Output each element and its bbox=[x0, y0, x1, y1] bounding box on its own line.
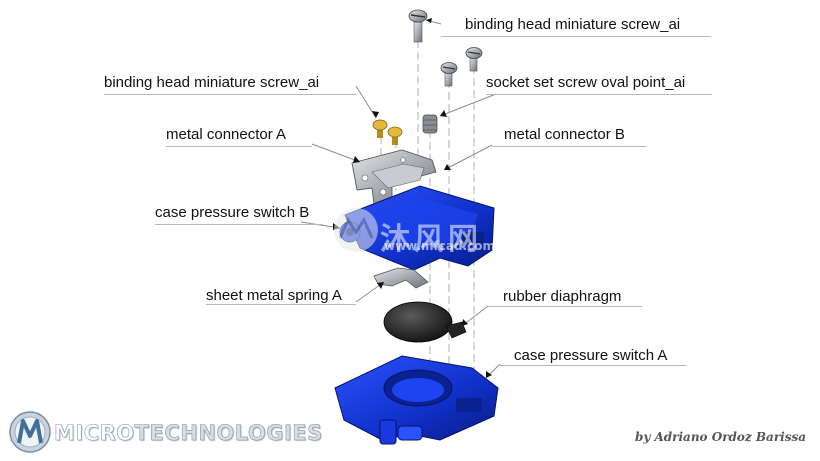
binding-head-screw-right-1 bbox=[440, 62, 458, 87]
label-spring-a: sheet metal spring A bbox=[206, 287, 342, 304]
author-credit: by Adriano Ordoz Barissa bbox=[634, 430, 806, 444]
binding-head-screw-right-2 bbox=[465, 47, 483, 72]
watermark-logo bbox=[334, 208, 378, 252]
label-case-a: case pressure switch A bbox=[514, 347, 668, 364]
label-connector-b: metal connector B bbox=[504, 126, 625, 143]
microtechnologies-logo-mark bbox=[9, 411, 51, 453]
label-underline bbox=[441, 36, 711, 37]
label-underline bbox=[155, 224, 323, 225]
gold-screw-2 bbox=[387, 126, 403, 145]
rubber-diaphragm bbox=[383, 301, 467, 343]
label-screw-left: binding head miniature screw_ai bbox=[104, 74, 320, 91]
label-underline bbox=[488, 306, 642, 307]
label-underline bbox=[500, 365, 686, 366]
label-underline bbox=[492, 146, 646, 147]
leader-arrowheads bbox=[333, 18, 492, 378]
label-underline bbox=[104, 94, 356, 95]
binding-head-screw-top bbox=[408, 9, 428, 43]
label-connector-a: metal connector A bbox=[166, 126, 287, 143]
metal-connector bbox=[351, 149, 437, 205]
case-pressure-switch-b bbox=[339, 185, 495, 271]
watermark-url: www.mfcad.com bbox=[384, 239, 495, 253]
brand-name: MICROTECHNOLOGIES bbox=[54, 421, 323, 446]
label-underline bbox=[206, 304, 356, 305]
label-underline bbox=[166, 146, 312, 147]
brand-name-part1: MICRO bbox=[54, 421, 135, 446]
label-socket-screw: socket set screw oval point_ai bbox=[486, 74, 686, 91]
gold-screw-1 bbox=[372, 119, 388, 138]
watermark-text: 沐风网 bbox=[380, 222, 482, 257]
label-case-b: case pressure switch B bbox=[155, 204, 310, 221]
label-screw-top: binding head miniature screw_ai bbox=[465, 16, 681, 33]
label-underline bbox=[486, 94, 712, 95]
label-diaphragm: rubber diaphragm bbox=[503, 288, 622, 305]
brand-name-part2: TECHNOLOGIES bbox=[134, 421, 323, 446]
socket-set-screw bbox=[422, 114, 438, 134]
case-pressure-switch-a bbox=[334, 355, 499, 445]
